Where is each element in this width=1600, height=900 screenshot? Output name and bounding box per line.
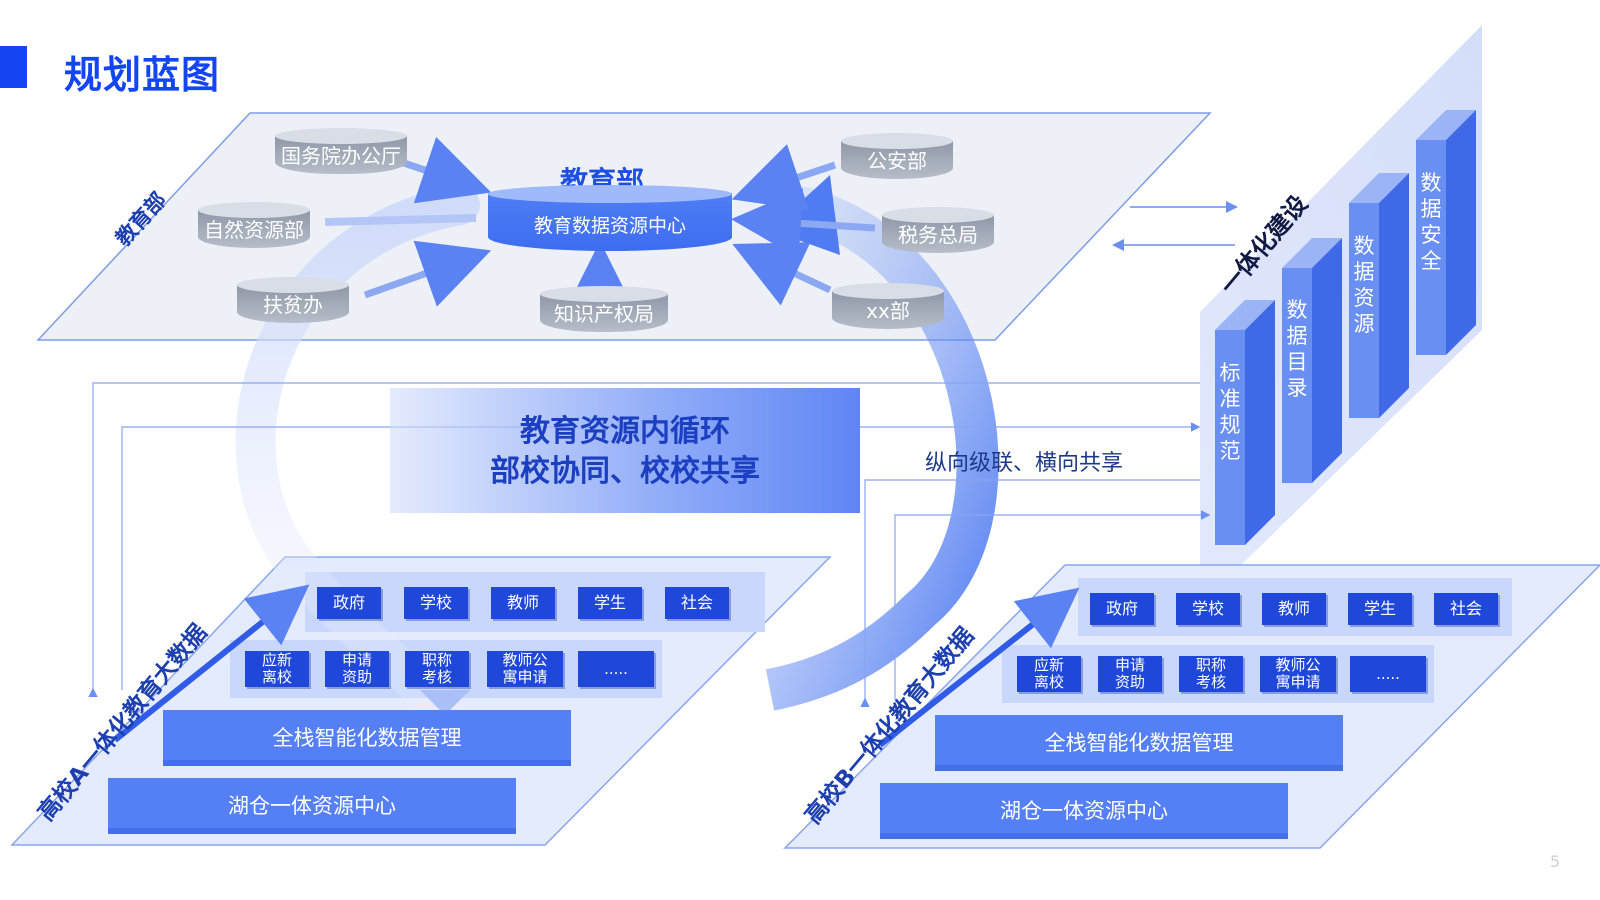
school-a-chip-society: 社会 (665, 587, 729, 619)
school-b-chip-housing: 教师公 寓申请 (1260, 656, 1336, 692)
school-b-chip-more: ..... (1350, 656, 1426, 692)
banner-line-1: 教育资源内循环 (520, 414, 730, 449)
school-a-chip-aid: 申请 资助 (325, 651, 389, 687)
school-b-data-mgmt: 全栈智能化数据管理 (935, 715, 1343, 771)
title-accent-bar (0, 46, 27, 88)
school-b-chip-teacher: 教师 (1262, 593, 1326, 625)
source-db-xx-ministry: xx部 (832, 283, 944, 329)
pillar-data-catalog: 数据目录 (1286, 298, 1308, 400)
circulation-ring-right (765, 184, 999, 711)
source-db-ip-office: 知识产权局 (540, 286, 668, 332)
page-title: 规划蓝图 (64, 53, 221, 97)
source-db-state-council: 国务院办公厅 (275, 128, 407, 174)
banner-line-2: 部校协同、校校共享 (490, 454, 760, 489)
school-a-chip-enrollment: 应新 离校 (245, 651, 309, 687)
school-a-data-mgmt: 全栈智能化数据管理 (163, 710, 571, 766)
circulation-banner: 教育资源内循环 部校协同、校校共享 (390, 388, 860, 513)
pillar-shapes (1215, 110, 1476, 545)
school-b-chip-government: 政府 (1090, 593, 1154, 625)
school-b-chip-enrollment: 应新 离校 (1017, 656, 1081, 692)
pillar-data-security: 数据安全 (1420, 171, 1442, 273)
pillar-data-resources: 数据资源 (1353, 234, 1375, 336)
school-a-chip-title-review: 职称 考核 (405, 651, 469, 687)
source-db-tax-bureau: 税务总局 (882, 207, 994, 253)
source-db-public-security: 公安部 (841, 133, 953, 179)
school-b-chip-aid: 申请 资助 (1098, 656, 1162, 692)
school-b-lake-center: 湖仓一体资源中心 (880, 783, 1288, 839)
school-a-lake-center: 湖仓一体资源中心 (108, 778, 516, 834)
flow-label: 纵向级联、横向共享 (925, 451, 1124, 476)
school-a-chip-student: 学生 (578, 587, 642, 619)
school-a-chip-more: ..... (578, 651, 654, 687)
school-b-chip-student: 学生 (1348, 593, 1412, 625)
education-data-resource-center: 教育数据资源中心 (488, 185, 732, 251)
circulation-ring-left (235, 185, 480, 730)
school-a-chip-school: 学校 (404, 587, 468, 619)
school-a-chip-housing: 教师公 寓申请 (487, 651, 563, 687)
school-b-chip-school: 学校 (1176, 593, 1240, 625)
school-b-chip-title-review: 职称 考核 (1179, 656, 1243, 692)
pillar-standards: 标准规范 (1219, 361, 1241, 463)
source-db-natural-resources: 自然资源部 (198, 202, 310, 248)
school-a-chip-teacher: 教师 (491, 587, 555, 619)
school-b-chip-society: 社会 (1434, 593, 1498, 625)
page-number: 5 (1550, 852, 1561, 871)
ring-arrowhead-bottom (420, 690, 470, 715)
school-a-chip-government: 政府 (317, 587, 381, 619)
source-db-poverty-office: 扶贫办 (237, 277, 349, 323)
center-db-label: 教育数据资源中心 (533, 215, 686, 237)
